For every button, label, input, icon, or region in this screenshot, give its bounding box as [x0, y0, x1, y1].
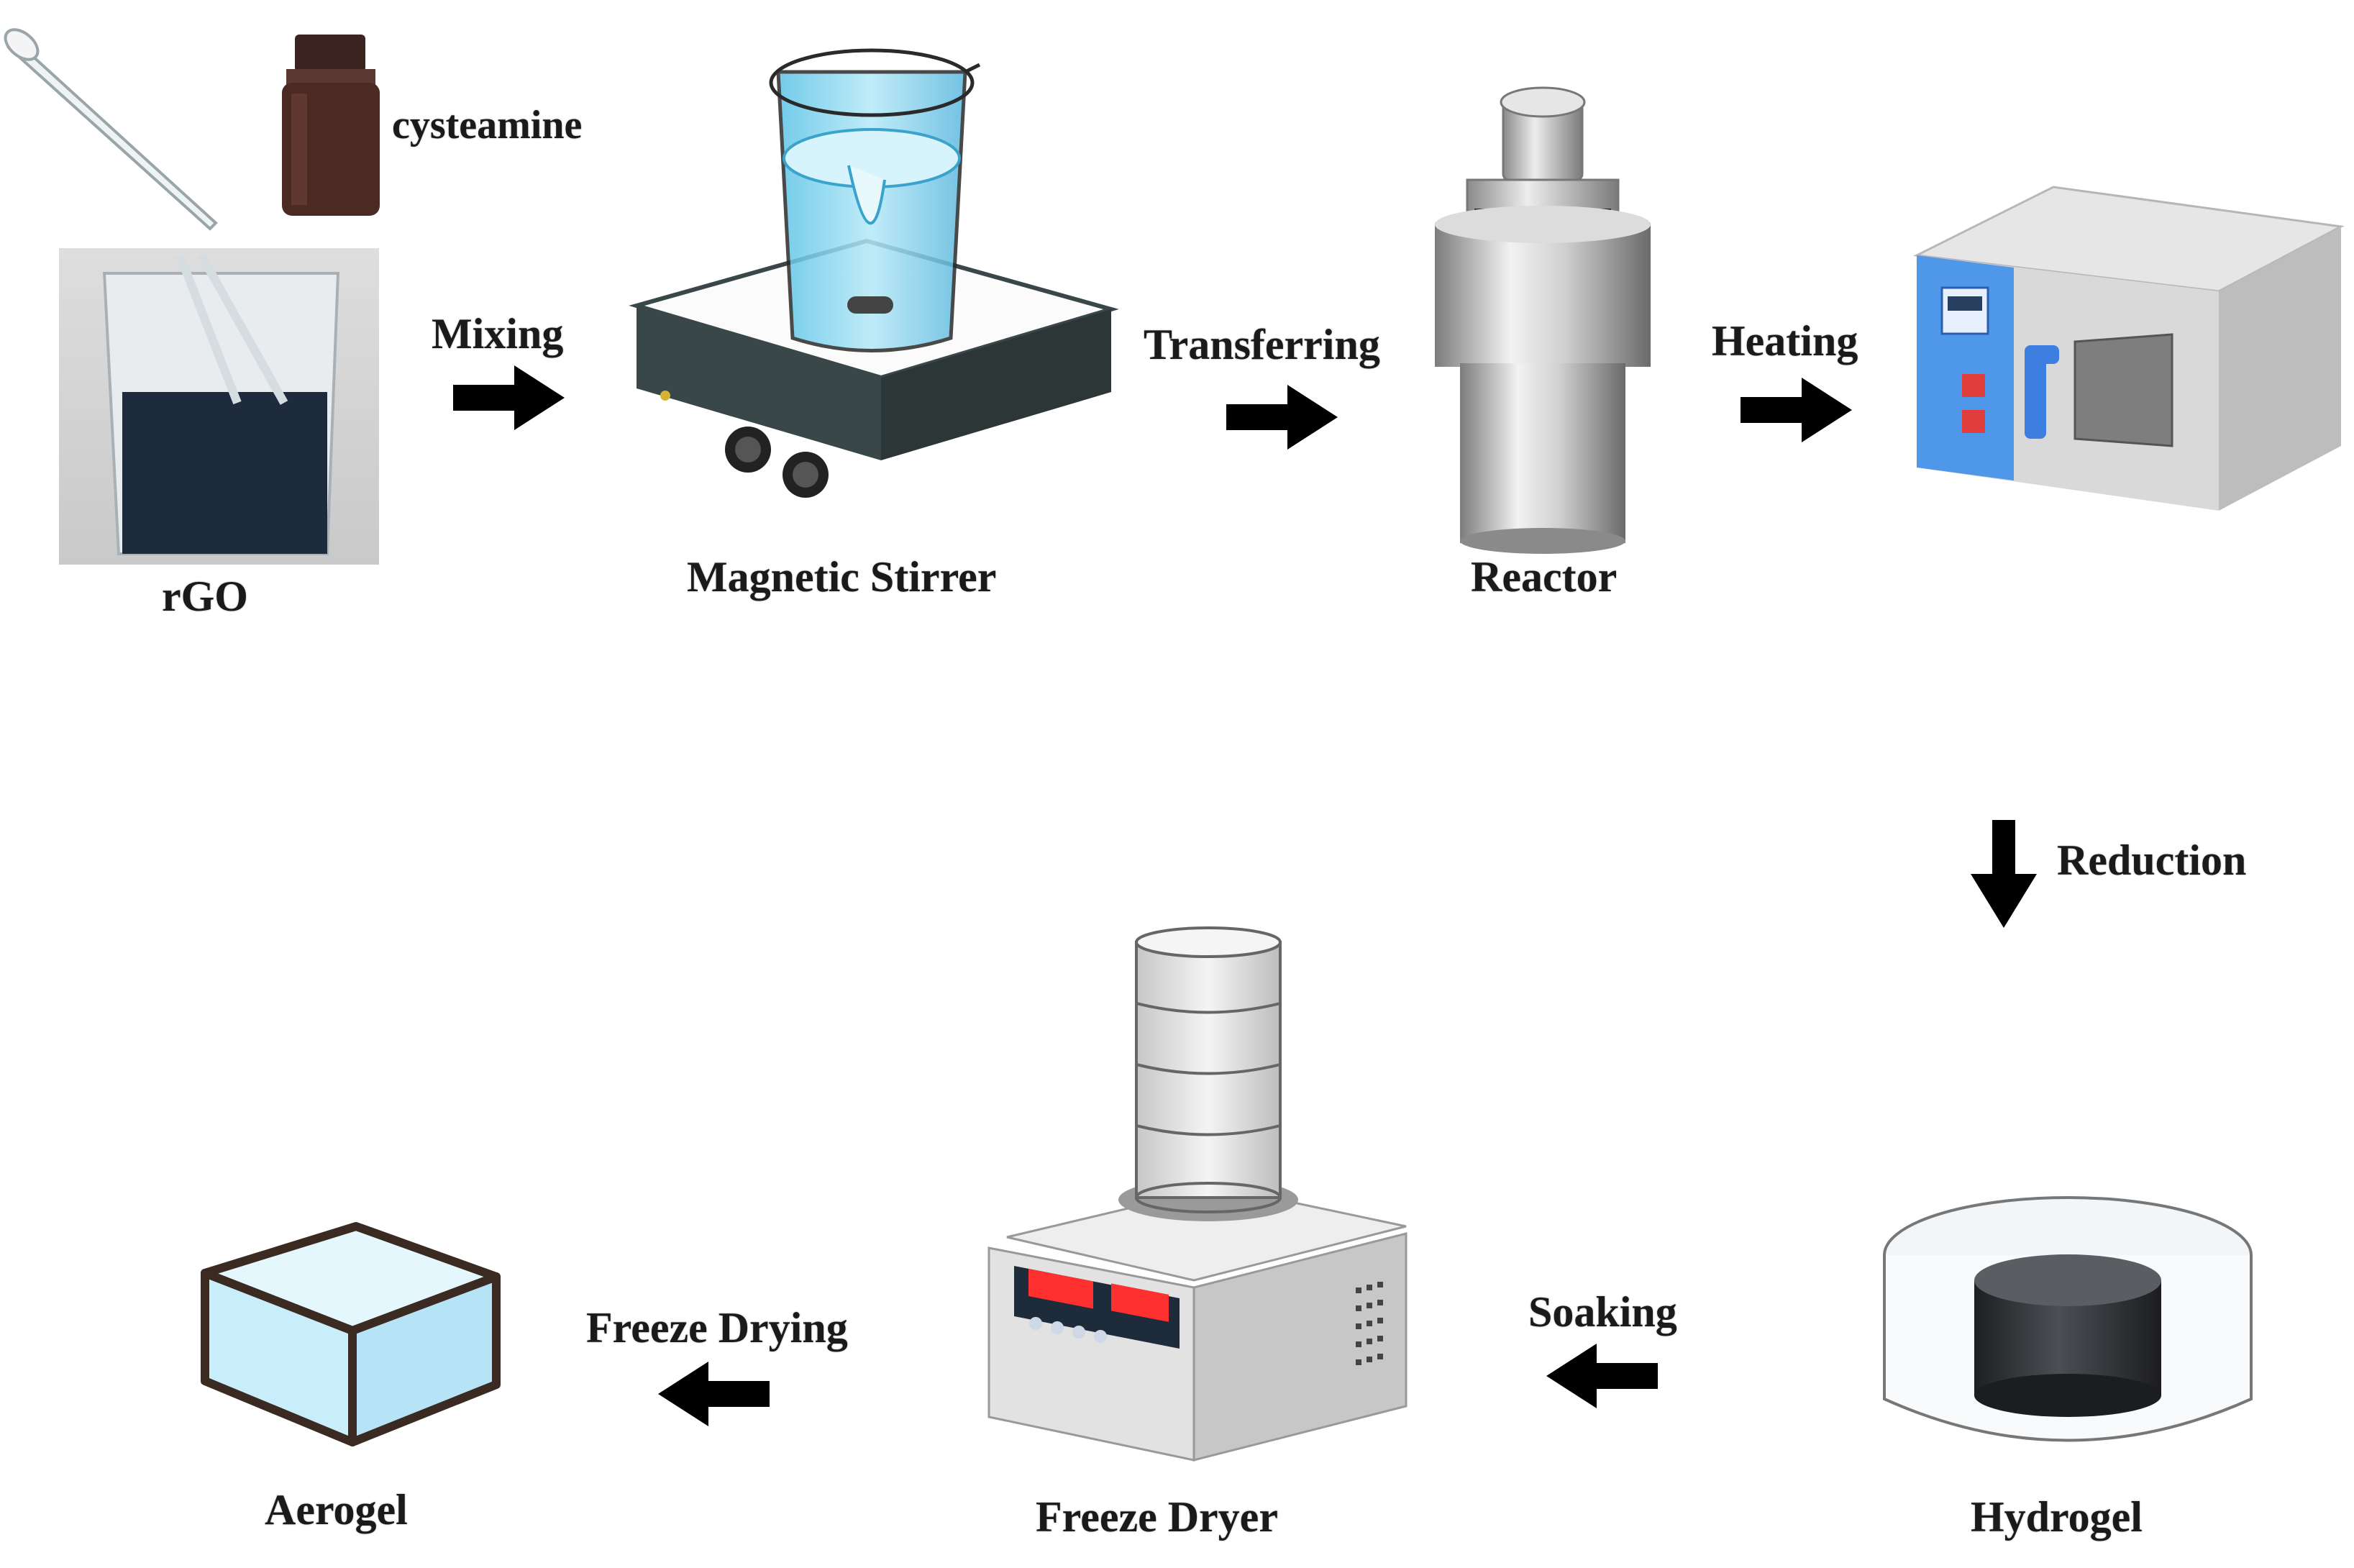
label-cysteamine: cysteamine: [392, 103, 583, 147]
oven-icon: [1912, 186, 2345, 511]
label-rgo: rGO: [162, 573, 248, 620]
label-aerogel: Aerogel: [265, 1486, 408, 1533]
rgo-beaker-icon: [59, 248, 379, 565]
freeze-dryer-icon: [987, 926, 1408, 1462]
arrow-soaking: [1546, 1344, 1658, 1408]
label-freeze-dryer: Freeze Dryer: [1036, 1493, 1278, 1541]
label-soaking: Soaking: [1528, 1288, 1677, 1336]
label-magnetic-stirrer: Magnetic Stirrer: [687, 553, 997, 601]
arrow-mixing: [453, 365, 565, 430]
magnetic-stirrer-icon: [629, 48, 1119, 498]
arrow-transferring: [1226, 385, 1338, 450]
pipette-icon: [4, 28, 218, 231]
aerogel-cube-icon: [201, 1222, 501, 1446]
label-heating: Heating: [1712, 317, 1858, 365]
reagent-bottle-icon: [282, 35, 380, 216]
label-hydrogel: Hydrogel: [1971, 1493, 2143, 1541]
label-transferring: Transferring: [1144, 321, 1380, 368]
hydrogel-dish-icon: [1883, 1196, 2253, 1442]
label-freeze-drying: Freeze Drying: [586, 1304, 848, 1352]
label-mixing: Mixing: [432, 310, 564, 357]
arrow-reduction: [1971, 820, 2037, 928]
reactor-icon: [1435, 86, 1651, 554]
label-reduction: Reduction: [2057, 837, 2247, 884]
arrow-heating: [1741, 378, 1852, 442]
label-reactor: Reactor: [1471, 553, 1618, 601]
arrow-freeze-drying: [658, 1362, 770, 1426]
